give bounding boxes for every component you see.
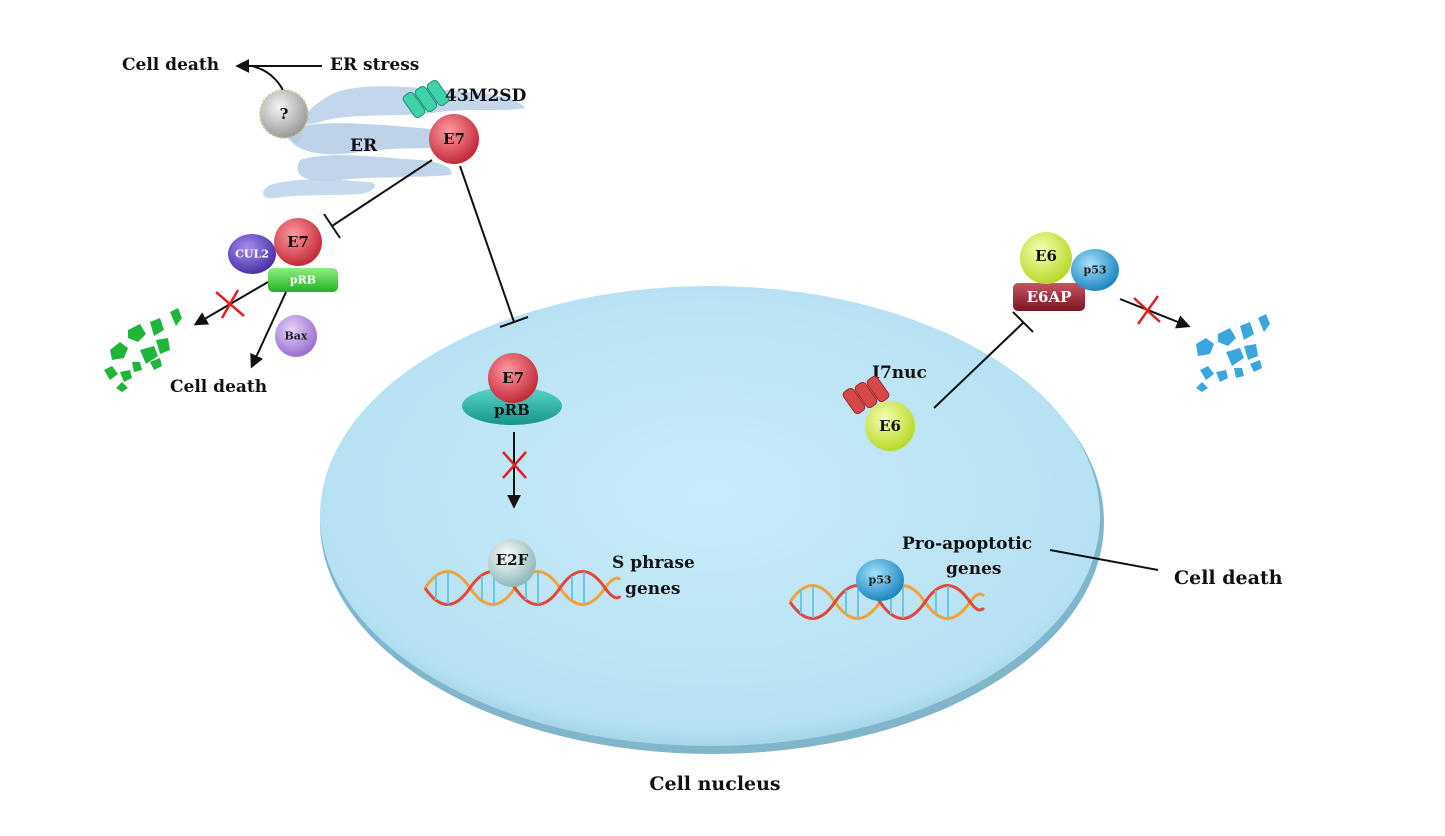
e7-er-label: E7 [443,130,465,148]
degraded-fragments-blue [1196,314,1270,392]
question-to-death-curve [251,65,285,93]
e6ap-label: E6AP [1027,288,1072,306]
e6-nuclear-label: E6 [879,417,901,435]
cul2-node [228,234,276,274]
e7-inhibit-nuclear-line [459,165,515,323]
p53-degradation-arrow [1119,298,1191,329]
bax-node [275,315,317,357]
unknown-factor [259,89,309,139]
prb-complex-bar [268,268,338,292]
i7nuc-label: I7nuc [872,363,927,383]
e6-e6ap-p53-complex: E6AP E6 p53 [1013,232,1119,311]
cell-death-right-label: Cell death [1174,567,1283,589]
e6ap-bar [1013,283,1085,311]
pro-apoptotic-genes-label-2: genes [946,559,1001,579]
e6-inhibit-complex-line [933,321,1025,409]
cell-death-left-label: Cell death [170,377,267,397]
e7-inhibit-complex-bar [323,213,341,239]
m2sd-anchor-icon [402,79,450,119]
prb-nuclear-label: pRB [494,401,530,419]
s-phrase-genes-label-1: S phrase [612,553,695,573]
e7-inhibit-complex-line [331,159,433,227]
p53-complex-label: p53 [1084,264,1107,277]
p53-dna-label: p53 [869,574,892,587]
p53-dna-node [856,559,904,601]
block-mark-right [1133,295,1161,325]
unknown-factor-label: ? [280,105,289,123]
bax-label: Bax [285,330,308,343]
e6-complex-label: E6 [1035,247,1057,265]
e2f-label: E2F [496,551,529,569]
i7nuc-anchor-icon [842,375,890,415]
m2sd-label: 43M2SD [445,86,527,106]
block-mark-left [215,289,245,319]
e7-complex-node [274,218,322,266]
cell-nucleus [320,286,1100,746]
e7-complex-label: E7 [287,233,309,251]
er-label: ER [350,136,378,156]
e2f-node [488,539,536,587]
e6-inhibit-complex-bar [1012,311,1034,333]
cell-nucleus-label: Cell nucleus [649,773,780,795]
e6-nuclear-node [865,401,915,451]
pro-apoptotic-genes-label-1: Pro-apoptotic [902,534,1032,554]
prb-nuclear-node [462,387,562,425]
cul2-label: CUL2 [235,248,269,261]
e7-nuclear-label: E7 [502,369,524,387]
pro-apoptotic-to-death-line [1049,549,1159,571]
prb-complex-label: pRB [290,274,316,287]
e6-complex-node [1020,232,1072,284]
s-phrase-genes-label-2: genes [625,579,680,599]
block-mark-center [502,451,527,479]
e7-nuclear-node [488,353,538,403]
e7-inhibit-nuclear-bar [499,316,529,328]
cul2-e7-prb-complex: pRB CUL2 E7 [228,218,338,292]
e7-er-node [429,114,479,164]
cell-death-top-label: Cell death [122,55,219,75]
p53-complex-node [1071,249,1119,291]
bax-death-arrow [250,291,287,369]
er-stress-label: ER stress [330,55,419,75]
degraded-fragments-green [104,308,182,392]
